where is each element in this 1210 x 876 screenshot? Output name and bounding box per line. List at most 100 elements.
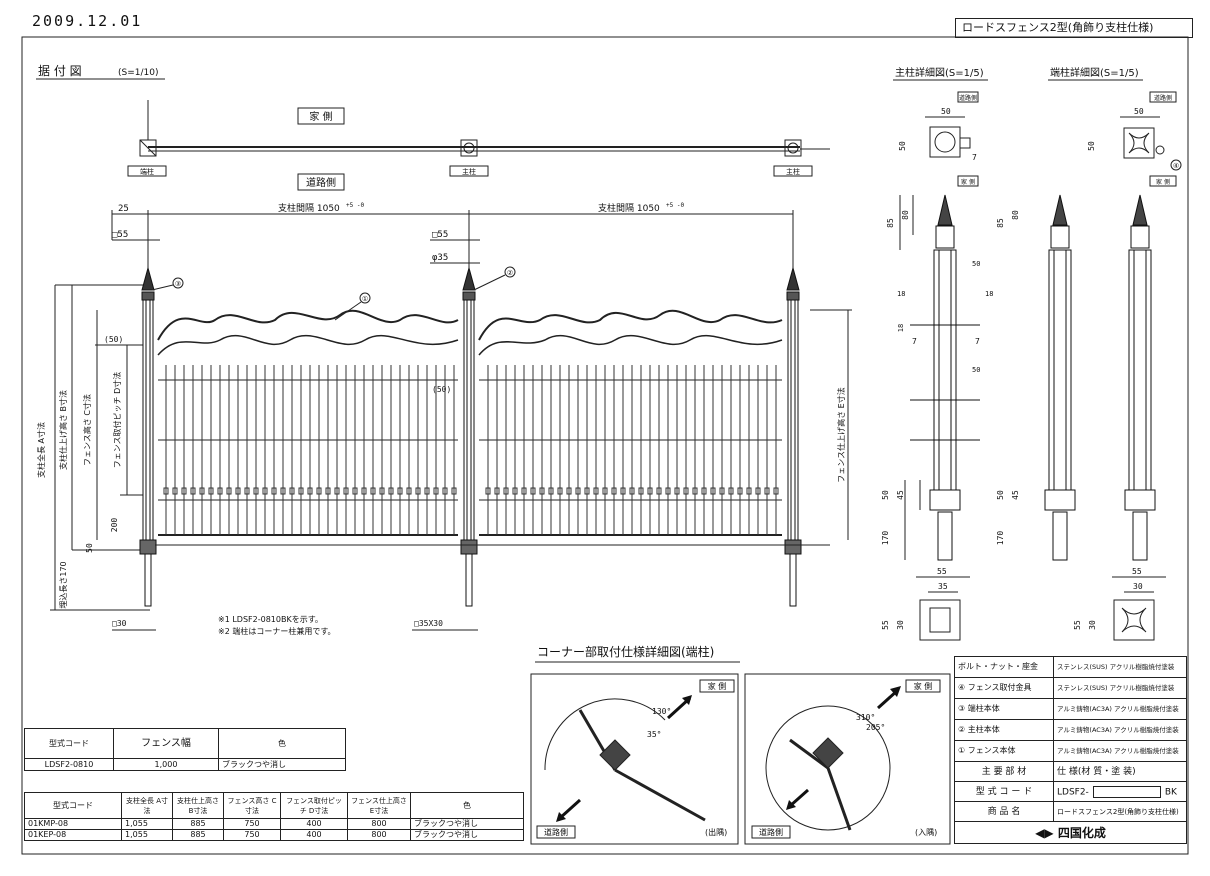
picket-knuckle: [620, 487, 626, 495]
picket-knuckle: [397, 487, 403, 495]
dim-post-pitch-1: 支柱間隔 1050: [278, 202, 340, 214]
company-cell: ◀▶ 四国化成: [954, 821, 1187, 844]
corner-outside-house-arrow: [666, 695, 692, 720]
part-4-name: ① フェンス本体: [954, 740, 1054, 762]
mp-d170: 170: [881, 531, 890, 546]
table-row: 01KMP-08 1,055 885 750 400 800 ブラックつや消し: [24, 818, 524, 830]
picket-knuckle: [289, 487, 295, 495]
picket-knuckle: [271, 487, 277, 495]
picket-knuckle: [280, 487, 286, 495]
corner-angle-310: 310°: [856, 713, 875, 722]
elev-end-post: [139, 266, 157, 607]
corner-inside-house-arrow: [876, 686, 901, 710]
fence-pickets: [163, 365, 779, 535]
parts-h-material: 主 要 部 材: [954, 761, 1054, 782]
drawing-date: 2009.12.01: [32, 12, 143, 30]
mp-section: [929, 126, 971, 158]
corner-outside-road-arrow: [556, 798, 582, 822]
corner-inside-drawing: [765, 705, 891, 831]
t1-width: 1,000: [113, 758, 219, 771]
label-A: 支柱全長 A寸法: [36, 422, 46, 478]
mp-w50: 50: [941, 107, 951, 116]
dim-50-mid: (50): [432, 385, 451, 394]
t2-r1-c5: 800: [347, 829, 411, 841]
label-C: フェンス高さ C寸法: [82, 394, 92, 466]
ep-elevation-2: [1124, 194, 1156, 561]
mp-d50r2: 50: [972, 366, 980, 374]
post-spec-table: 型式コード 支柱全長 A寸法 支柱仕上高さ B寸法 フェンス高さ C寸法 フェン…: [24, 792, 524, 841]
picket-knuckle: [764, 487, 770, 495]
corner-house-2: 家 側: [914, 681, 933, 691]
picket-knuckle: [746, 487, 752, 495]
mp-d55v: 55: [881, 620, 890, 630]
t2-r0-c4: 400: [280, 818, 348, 830]
t2-h2: 支柱仕上高さ B寸法: [172, 792, 224, 819]
mp-h50: 50: [898, 141, 907, 151]
parts-h-name: 商 品 名: [954, 801, 1054, 822]
parts-h-spec: 仕 様(材 質・塗 装): [1053, 761, 1187, 782]
dim-post-pitch-2: 支柱間隔 1050: [598, 202, 660, 214]
picket-knuckle: [442, 487, 448, 495]
t1-model: LDSF2-0810: [24, 758, 114, 771]
t2-h6: 色: [410, 792, 524, 819]
mp-d35: 35: [938, 582, 948, 591]
ep-d30: 30: [1133, 582, 1143, 591]
picket-knuckle: [719, 487, 725, 495]
t1-h-model: 型式コード: [24, 728, 114, 759]
parts-product-name: ロードスフェンス2型(角飾り支柱仕様): [1053, 801, 1187, 822]
callout-2-text: ②: [507, 269, 513, 277]
picket-knuckle: [485, 487, 491, 495]
plan-main-post-label-2: 主柱: [786, 167, 800, 176]
picket-knuckle: [208, 487, 214, 495]
elev-main-post-1: [460, 266, 478, 607]
picket-knuckle: [415, 487, 421, 495]
corner-box-inside: [744, 673, 951, 845]
picket-knuckle: [611, 487, 617, 495]
mp-d30v: 30: [896, 620, 905, 630]
picket-knuckle: [262, 487, 268, 495]
picket-knuckle: [388, 487, 394, 495]
company-logo-icon: ◀▶: [1035, 825, 1058, 840]
ep-d50b: 50: [996, 490, 1005, 500]
mp-d7: 7: [972, 153, 977, 162]
picket-knuckle: [557, 487, 563, 495]
callout-3-text: ③: [175, 280, 181, 288]
picket-knuckle: [593, 487, 599, 495]
picket-knuckle: [298, 487, 304, 495]
ep-house: 家 側: [1156, 178, 1170, 186]
t2-r0-c3: 750: [223, 818, 281, 830]
picket-knuckle: [244, 487, 250, 495]
plan-house-side: 家 側: [309, 110, 332, 123]
parts-model-cell: LDSF2-BK: [1053, 781, 1187, 802]
mp-d45: 45: [896, 490, 905, 500]
end-post-detail-title: 端柱詳細図(S=1/5): [1050, 66, 1139, 79]
picket-knuckle: [638, 487, 644, 495]
picket-knuckle: [692, 487, 698, 495]
table-row: 01KEP-08 1,055 885 750 400 800 ブラックつや消し: [24, 829, 524, 841]
corner-road-2: 道路側: [759, 827, 783, 837]
ep-callout-4: ④: [1173, 162, 1179, 170]
t2-r1-c1: 1,055: [121, 829, 173, 841]
mp-d7c: 7: [975, 337, 980, 346]
picket-knuckle: [710, 487, 716, 495]
picket-knuckle: [737, 487, 743, 495]
parts-model-prefix: LDSF2-: [1057, 787, 1089, 797]
t2-r1-c6: ブラックつや消し: [410, 829, 524, 841]
picket-knuckle: [665, 487, 671, 495]
ep-d85: 85: [996, 218, 1005, 228]
dim-30: □30: [112, 619, 127, 628]
picket-knuckle: [352, 487, 358, 495]
picket-knuckle: [728, 487, 734, 495]
mp-d85: 85: [886, 218, 895, 228]
mp-d7b: 7: [912, 337, 917, 346]
picket-knuckle: [190, 487, 196, 495]
part-3-spec: アルミ鋳物(AC3A) アクリル樹脂焼付塗装: [1053, 719, 1187, 741]
corner-inside-road-arrow: [786, 788, 809, 810]
picket-knuckle: [575, 487, 581, 495]
picket-knuckle: [226, 487, 232, 495]
elev-main-post-2: [784, 266, 802, 607]
t2-h1: 支柱全長 A寸法: [121, 792, 173, 819]
dim-phi35: φ35: [432, 253, 448, 263]
picket-knuckle: [647, 487, 653, 495]
ep-elevation-1: [1044, 194, 1076, 561]
